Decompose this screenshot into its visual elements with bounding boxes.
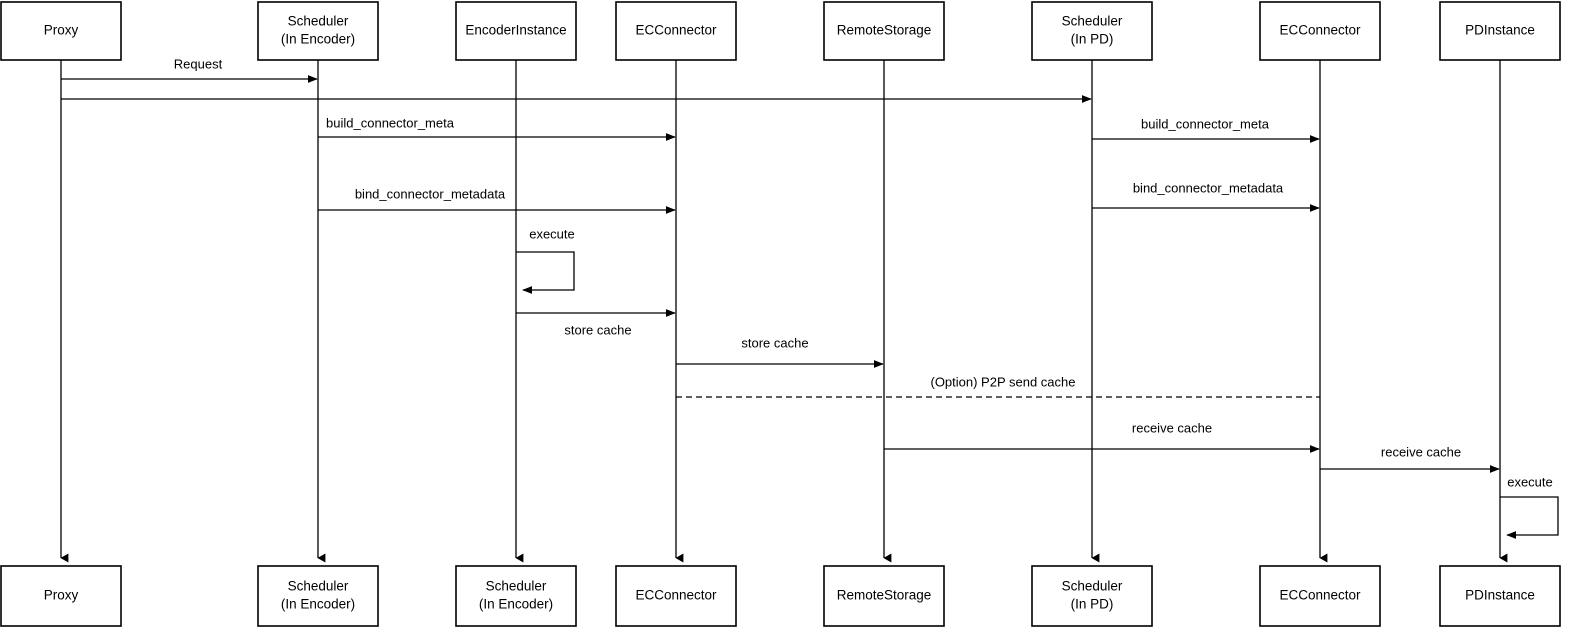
message-m13[interactable]: execute xyxy=(1500,474,1559,539)
participant-label-line1: ECConnector xyxy=(635,588,717,603)
participant-box-rect xyxy=(1259,565,1381,627)
messages-layer: Request build_connector_meta build_connect… xyxy=(61,56,1559,539)
participant-label-line1: Scheduler xyxy=(486,579,547,594)
participant-top-boxes: Proxy Scheduler (In Encoder) EncoderInstanc… xyxy=(0,1,1561,61)
participant-label-line2: (In PD) xyxy=(1071,597,1114,612)
participant-label-line1: EncoderInstance xyxy=(465,23,566,38)
participant-bottom-boxes: Proxy Scheduler (In Encoder) Scheduler (In E… xyxy=(0,565,1561,627)
message-m1[interactable]: Request xyxy=(61,56,318,83)
participant-top-box-sched_pd[interactable]: Scheduler (In PD) xyxy=(1031,1,1153,61)
participant-bottom-box-encoder_inst[interactable]: Scheduler (In Encoder) xyxy=(455,565,577,627)
participant-box-rect xyxy=(1031,565,1153,627)
participant-box-rect xyxy=(0,1,122,61)
self-message-path xyxy=(516,251,575,294)
message-label: receive cache xyxy=(1132,420,1212,435)
participant-label-line1: Scheduler xyxy=(1062,14,1123,29)
message-label: (Option) P2P send cache xyxy=(930,374,1075,389)
participant-label-line2: (In Encoder) xyxy=(479,597,553,612)
self-message-path xyxy=(1500,496,1559,539)
message-m6[interactable]: bind_connector_metadata xyxy=(1092,180,1320,212)
message-m10[interactable]: (Option) P2P send cache xyxy=(676,374,1320,398)
participant-box-rect xyxy=(257,565,379,627)
participant-box-rect xyxy=(1439,565,1561,627)
participant-label-line1: Scheduler xyxy=(288,14,349,29)
participant-bottom-box-pd_inst[interactable]: PDInstance xyxy=(1439,565,1561,627)
participant-top-box-sched_enc[interactable]: Scheduler (In Encoder) xyxy=(257,1,379,61)
participant-top-box-encoder_inst[interactable]: EncoderInstance xyxy=(455,1,577,61)
message-m9[interactable]: store cache xyxy=(676,335,884,368)
message-label: build_connector_meta xyxy=(1141,116,1270,131)
message-m4[interactable]: build_connector_meta xyxy=(1092,116,1320,143)
participant-label-line1: RemoteStorage xyxy=(837,588,932,603)
participant-top-box-pd_inst[interactable]: PDInstance xyxy=(1439,1,1561,61)
participant-label-line1: Proxy xyxy=(44,588,79,603)
participant-label-line1: RemoteStorage xyxy=(837,23,932,38)
participant-top-box-ecc_left[interactable]: ECConnector xyxy=(615,1,737,61)
participant-label-line1: ECConnector xyxy=(635,23,717,38)
message-label: receive cache xyxy=(1381,444,1461,459)
participant-label-line1: Scheduler xyxy=(1062,579,1123,594)
participant-bottom-box-sched_enc[interactable]: Scheduler (In Encoder) xyxy=(257,565,379,627)
message-label: execute xyxy=(529,226,575,241)
participant-box-rect xyxy=(1259,1,1381,61)
participant-bottom-box-ecc_right[interactable]: ECConnector xyxy=(1259,565,1381,627)
participant-box-rect xyxy=(615,1,737,61)
participant-label-line2: (In Encoder) xyxy=(281,32,355,47)
message-m7[interactable]: execute xyxy=(516,226,575,294)
message-m3[interactable]: build_connector_meta xyxy=(318,115,676,141)
message-m11[interactable]: receive cache xyxy=(884,420,1320,453)
message-label: bind_connector_metadata xyxy=(355,186,506,201)
message-label: execute xyxy=(1507,474,1553,489)
participant-label-line1: PDInstance xyxy=(1465,23,1535,38)
participant-box-rect xyxy=(455,565,577,627)
participant-box-rect xyxy=(615,565,737,627)
message-label: Request xyxy=(174,56,223,71)
participant-box-rect xyxy=(1031,1,1153,61)
participant-box-rect xyxy=(257,1,379,61)
participant-bottom-box-ecc_left[interactable]: ECConnector xyxy=(615,565,737,627)
message-label: build_connector_meta xyxy=(326,115,455,130)
participant-label-line1: ECConnector xyxy=(1279,23,1361,38)
message-m12[interactable]: receive cache xyxy=(1320,444,1500,473)
message-m8[interactable]: store cache xyxy=(516,309,676,337)
participant-bottom-box-sched_pd[interactable]: Scheduler (In PD) xyxy=(1031,565,1153,627)
participant-box-rect xyxy=(455,1,577,61)
participant-top-box-remote[interactable]: RemoteStorage xyxy=(823,1,945,61)
participant-label-line2: (In Encoder) xyxy=(281,597,355,612)
participant-box-rect xyxy=(0,565,122,627)
participant-top-box-ecc_right[interactable]: ECConnector xyxy=(1259,1,1381,61)
participant-box-rect xyxy=(823,565,945,627)
participant-label-line1: Proxy xyxy=(44,23,79,38)
message-label: bind_connector_metadata xyxy=(1133,180,1284,195)
message-label: store cache xyxy=(564,322,631,337)
participant-box-rect xyxy=(823,1,945,61)
participant-label-line1: Scheduler xyxy=(288,579,349,594)
lifelines-layer xyxy=(60,60,1508,563)
participant-top-box-proxy[interactable]: Proxy xyxy=(0,1,122,61)
participant-bottom-box-remote[interactable]: RemoteStorage xyxy=(823,565,945,627)
participant-box-rect xyxy=(1439,1,1561,61)
message-label: store cache xyxy=(741,335,808,350)
participant-bottom-box-proxy[interactable]: Proxy xyxy=(0,565,122,627)
participant-label-line2: (In PD) xyxy=(1071,32,1114,47)
participant-label-line1: PDInstance xyxy=(1465,588,1535,603)
participant-label-line1: ECConnector xyxy=(1279,588,1361,603)
message-m5[interactable]: bind_connector_metadata xyxy=(318,186,676,214)
